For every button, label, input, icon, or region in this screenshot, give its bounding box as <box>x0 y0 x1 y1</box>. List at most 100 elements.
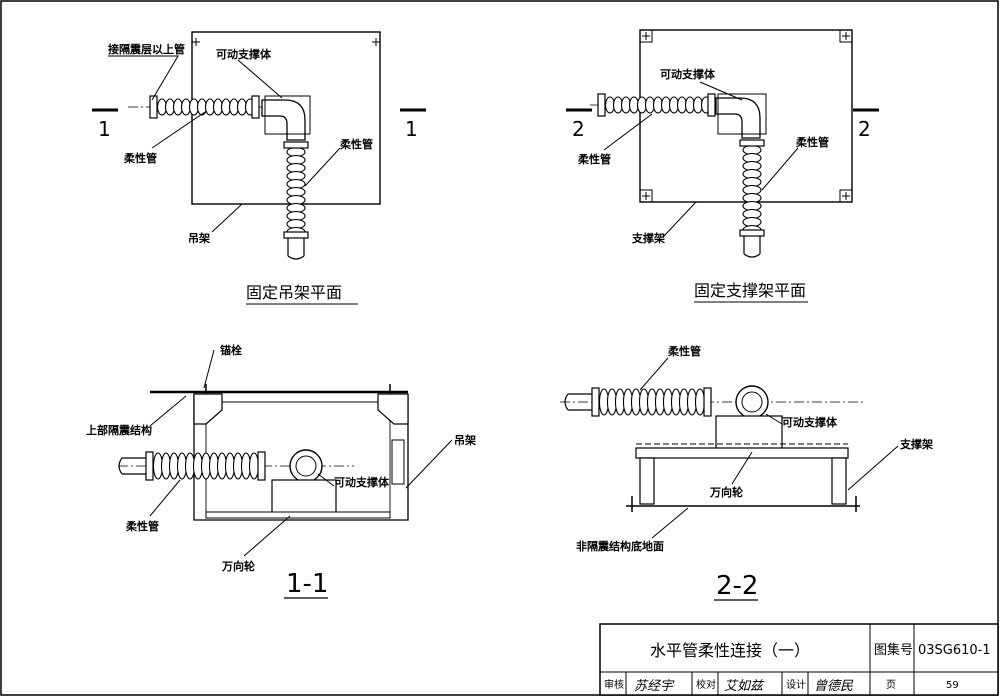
label-support-frame: 支撑架 <box>631 231 665 245</box>
leader-flex-pipe <box>149 479 181 517</box>
movable-support-body <box>264 95 311 135</box>
label-ground: 非隔震结构底地面 <box>576 539 664 553</box>
leader-flex-pipe-left <box>603 113 653 151</box>
support-platform <box>635 447 849 459</box>
pipe-flange <box>739 139 765 147</box>
title-block-frame <box>599 623 999 696</box>
leader-movable-support <box>237 59 283 99</box>
atlas-number: 03SG610-1 <box>918 643 991 658</box>
pipe-flange <box>703 387 712 417</box>
plan-view-hanger: 1 1 接隔震层以上管 可动支撑体 柔性管 柔性管 吊架 固定吊架平面 <box>92 31 426 305</box>
leader-universal-wheel <box>731 451 753 485</box>
bellows-ring <box>248 452 260 480</box>
pipe-end <box>118 457 146 475</box>
pipe-end <box>564 393 592 411</box>
flexible-pipe <box>152 452 260 480</box>
leader-movable-support <box>699 81 743 101</box>
caption-plan-support: 固定支撑架平面 <box>694 281 806 300</box>
flexible-pipe <box>598 388 706 416</box>
elbow-section-circle <box>289 449 323 483</box>
label-flex-pipe-left: 柔性管 <box>123 151 157 165</box>
elbow-section-circle <box>735 385 769 419</box>
label-flex-pipe: 柔性管 <box>667 344 701 358</box>
label-flex-pipe: 柔性管 <box>125 519 159 533</box>
base-plate <box>205 511 391 519</box>
page-number: 59 <box>946 680 959 691</box>
anchor-bolts <box>631 496 857 512</box>
pipe-flange <box>149 95 158 119</box>
leader-movable-support <box>765 413 783 425</box>
leader-hanger <box>211 203 243 233</box>
label-hanger: 吊架 <box>188 231 210 245</box>
pipe-elbow <box>261 99 306 141</box>
movable-support-body <box>715 415 783 451</box>
leader-anchor-bolt <box>203 349 215 389</box>
flexible-pipe-horizontal <box>604 96 712 114</box>
movable-support-body <box>271 479 337 515</box>
bracket-left <box>193 393 223 425</box>
leader-movable-support <box>317 473 335 487</box>
elbow-section-inner <box>741 391 763 413</box>
leader-hanger <box>405 439 453 489</box>
cut-number-right: 2 <box>858 117 871 141</box>
leader-support-frame <box>663 201 697 237</box>
cut-number-left: 1 <box>98 117 111 141</box>
label-flex-pipe-left: 柔性管 <box>577 152 611 166</box>
design-label: 设计 <box>786 678 806 691</box>
pipe-flange <box>257 451 266 481</box>
support-leg-left <box>639 457 655 505</box>
pipe-flange <box>251 95 260 119</box>
label-movable-support: 可动支撑体 <box>216 47 272 61</box>
pipe-flange <box>739 229 765 237</box>
hanger-frame <box>193 394 409 521</box>
section-2-2: 柔性管 可动支撑体 支撑架 万向轮 非隔震结构底地面 2-2 <box>560 344 933 601</box>
label-anchor-bolt: 锚栓 <box>220 343 242 357</box>
review-label: 审核 <box>604 678 624 691</box>
flexible-pipe-vertical <box>286 146 306 238</box>
leader-support-frame <box>847 445 899 491</box>
flexible-pipe-vertical <box>742 144 762 236</box>
label-universal-wheel: 万向轮 <box>221 559 255 573</box>
hanger-side-plate <box>391 439 405 485</box>
leader-universal-wheel <box>243 515 291 557</box>
pipe-flange <box>283 141 309 149</box>
caption-section-1: 1-1 <box>286 569 328 599</box>
atlas-label: 图集号 <box>874 642 913 658</box>
pipe-elbow <box>715 97 761 139</box>
support-frame-outline <box>639 29 853 203</box>
support-leg-right <box>831 457 847 505</box>
corner-bolt-marks <box>192 38 380 46</box>
label-flex-pipe-right: 柔性管 <box>795 135 829 149</box>
caption-section-2: 2-2 <box>716 571 758 601</box>
label-universal-wheel: 万向轮 <box>709 485 743 499</box>
flexible-pipe-horizontal <box>156 98 256 116</box>
bracket-right <box>377 393 409 425</box>
pipe-flange <box>283 231 309 239</box>
label-movable-support: 可动支撑体 <box>334 475 390 489</box>
pipe-flange <box>591 387 600 417</box>
movable-support-body <box>717 93 767 135</box>
plan-view-support: 2 2 可动支撑体 柔性管 柔性管 支撑架 固定支撑架平面 <box>566 29 879 303</box>
label-hanger: 吊架 <box>454 433 476 447</box>
cut-number-left: 2 <box>572 117 585 141</box>
elbow-section-inner <box>295 455 317 477</box>
check-signature: 艾如兹 <box>724 679 765 694</box>
leader-flex-pipe-left <box>151 111 206 149</box>
label-flex-pipe-right: 柔性管 <box>339 137 373 151</box>
pipe-end <box>287 238 305 260</box>
pipe-flange <box>707 93 716 117</box>
section-1-1: 锚栓 上部隔震结构 吊架 可动支撑体 柔性管 万向轮 1-1 <box>86 343 476 599</box>
design-signature: 曾德民 <box>814 678 854 694</box>
leader-upper-structure <box>149 395 187 427</box>
check-label: 校对 <box>696 678 716 691</box>
leader-flex-pipe <box>639 357 669 391</box>
leader-flex-pipe-right <box>304 147 341 187</box>
title-block: 水平管柔性连接（一） 图集号 03SG610-1 审核 苏经宇 校对 艾如兹 设… <box>599 623 999 696</box>
review-signature: 苏经宇 <box>634 679 675 694</box>
bellows-ring <box>694 388 706 416</box>
leader-ground <box>651 507 689 539</box>
leader-flex-pipe-right <box>761 147 799 191</box>
pipe-flange <box>597 93 606 117</box>
